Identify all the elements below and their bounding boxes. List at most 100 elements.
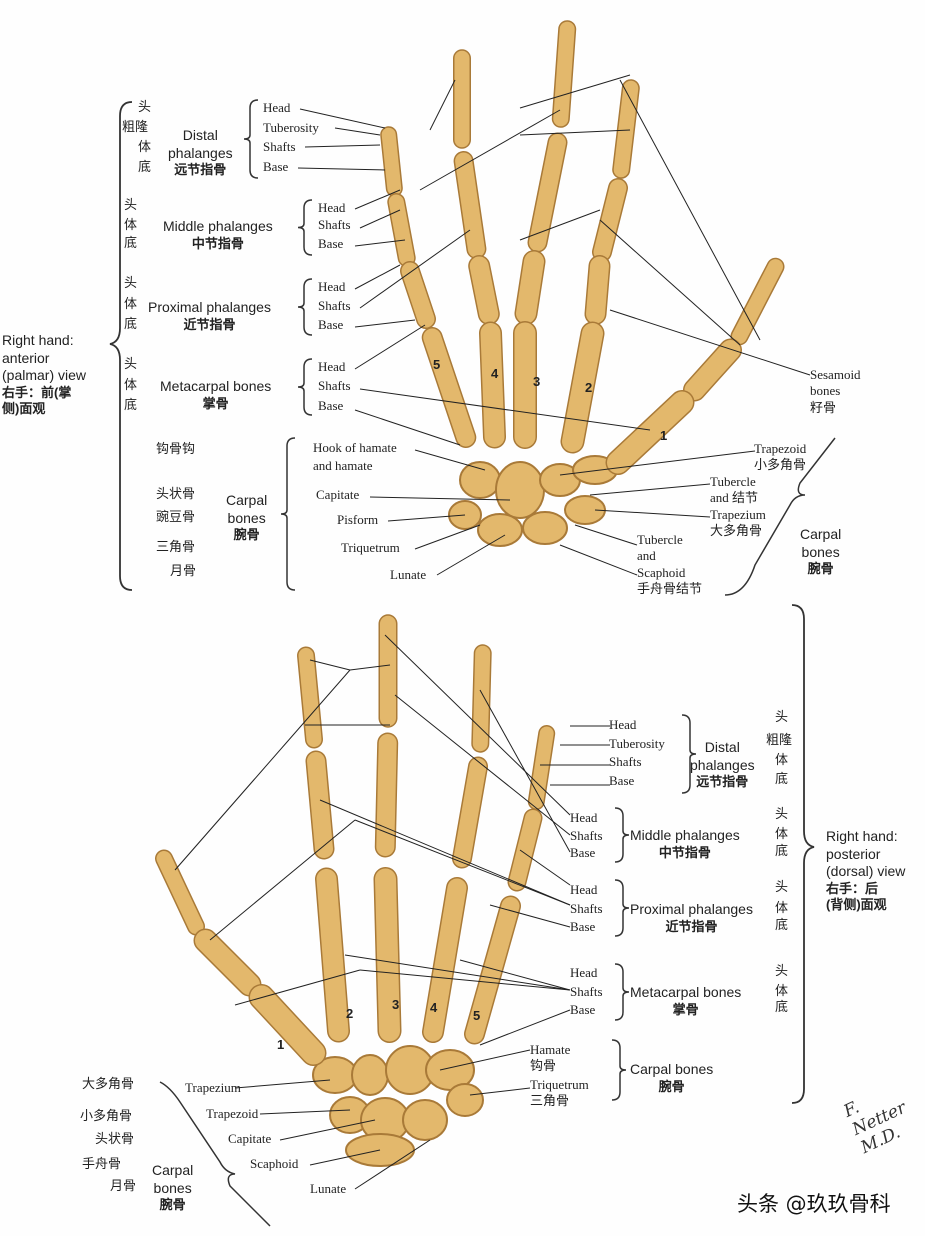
bone [593,179,627,261]
part-label: Shafts [570,901,603,916]
zh-label: 体 [138,140,152,155]
leader-line [594,509,711,518]
part-label: Scaphoid [250,1156,299,1171]
digit-number: 2 [346,1006,354,1021]
digit-number: 5 [473,1008,481,1023]
en: Middle phalanges [163,218,273,234]
bone [401,262,435,328]
leader-line [436,534,506,576]
zh: 掌骨 [202,395,229,411]
carpal-bone [459,461,501,499]
brace [724,437,836,596]
leader-line [439,1049,531,1071]
bone [375,868,400,1042]
zh: 掌骨 [672,1001,699,1017]
title-line: (palmar) view [2,367,87,383]
leader-line [589,483,711,496]
leader-line [479,1009,571,1046]
zh-label: 体 [775,901,789,916]
zh-label: 三角骨 [156,540,196,555]
bone [195,930,260,995]
title-line: (背侧)面观 [826,896,887,912]
leader-line [349,664,391,671]
en: Distal [704,739,740,755]
triquetrum-label: Triquetrum 三角骨 [530,1077,589,1110]
leader-line [519,129,631,136]
bone [553,21,575,127]
zh-label: 头 [775,880,789,895]
distal-phalanges-label: Distal phalanges 远节指骨 [168,127,233,178]
leader-line [429,79,456,131]
leader-line [354,409,461,446]
title-line: Right hand: [826,828,898,844]
en: Metacarpal bones [160,378,272,394]
zh: 大多角骨 [710,523,763,539]
leader-line [259,1109,351,1115]
part-label: Base [318,317,344,332]
part-label: Base [570,1002,596,1017]
part-label: Head [318,200,346,215]
en: Sesamoid [810,367,861,382]
title-line: Right hand: [2,332,74,348]
zh-label: 月骨 [110,1179,137,1194]
zh-label: 底 [775,844,789,859]
digit-number: 2 [585,380,593,395]
zh-label: 头 [775,964,789,979]
brace [614,963,630,1021]
zh: 腕骨 [658,1078,685,1094]
brace [243,99,259,179]
zh: 近节指骨 [183,316,236,332]
leader-line [609,309,811,376]
leader-line [234,969,361,1006]
zh-label: 体 [124,297,138,312]
bone [607,391,693,474]
zh: 手舟骨结节 [637,580,703,596]
part-label: Head [318,279,346,294]
leader-line [369,496,511,501]
brace [280,437,296,591]
tubercle-scaphoid-label: Tubercle and Scaphoid 手舟骨结节 [637,532,702,597]
digit-number: 3 [392,997,400,1012]
leader-line [489,904,571,928]
zh: 腕骨 [233,527,260,542]
hamate-label: Hamate 钩骨 [530,1042,570,1075]
zh-label: 头 [124,357,138,372]
zh-label: 头 [124,198,138,213]
part-label: Capitate [228,1131,272,1146]
part-label: Shafts [570,828,603,843]
part-label: Shafts [263,139,296,154]
en: Hamate [530,1042,571,1057]
brace [614,879,630,937]
en: Carpal [800,526,842,542]
leader-line [319,799,571,906]
part-label: Shafts [318,378,351,393]
part-label: Shafts [318,217,351,232]
digit-number: 1 [660,428,668,443]
part-label: Base [318,398,344,413]
digit-number: 5 [433,357,441,372]
zh-label: 底 [124,236,138,251]
part-label: Capitate [316,487,360,502]
carpal-bone [495,461,545,519]
leader-line [574,524,638,546]
part-label: Pisform [337,512,379,527]
en: bones [153,1179,192,1196]
bone [516,251,544,324]
bone [465,897,520,1043]
part-label: Head [570,882,598,897]
part-label: Trapezium [185,1080,241,1095]
bone [469,256,499,324]
carpal-bone [446,1083,484,1117]
zh: 远节指骨 [174,162,227,177]
part-label: Shafts [609,754,642,769]
carpal-bone [351,1054,389,1096]
bone [381,127,402,196]
leader-line [304,144,381,148]
title-line: anterior [2,349,50,366]
leader-line [334,127,381,136]
zh: 钩骨 [530,1058,557,1074]
leader-line [354,819,571,906]
